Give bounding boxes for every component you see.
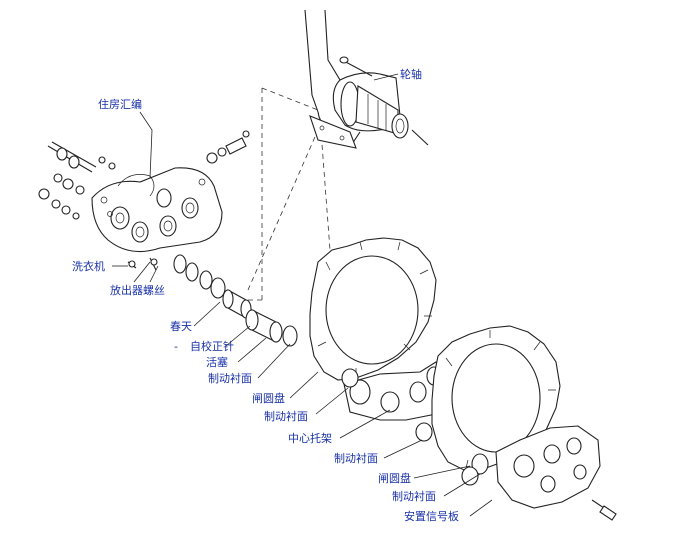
- label-disc-1: 闸圆盘: [252, 391, 285, 405]
- label-housing: 住房汇编: [98, 97, 142, 111]
- fittings: [38, 130, 250, 271]
- label-dash: -: [174, 340, 178, 353]
- label-center-carrier: 中心托架: [288, 431, 332, 445]
- label-lining-3: 制动衬面: [334, 452, 378, 465]
- label-spring: 春天: [170, 320, 192, 333]
- sensor-plate: [471, 425, 617, 521]
- label-lining-1: 制动衬面: [208, 372, 252, 385]
- label-lining-4: 制动衬面: [392, 490, 436, 503]
- label-axle: 轮轴: [400, 67, 422, 81]
- leader-lines: [112, 73, 493, 517]
- brake-disc-1: [309, 237, 437, 381]
- label-disc-2: 闸圆盘: [378, 471, 411, 485]
- piston-stack: [173, 254, 298, 347]
- label-washer: 洗衣机: [72, 259, 105, 273]
- label-self-adjust-pin: 自校正针: [190, 339, 234, 353]
- brake-housing: [91, 167, 223, 253]
- brake-disc-2: [431, 325, 561, 471]
- lining-pucks: [341, 368, 479, 486]
- label-sensor-plate: 安置信号板: [404, 509, 459, 523]
- label-bleeder-screw: 放出器螺丝: [110, 283, 165, 297]
- axle-assembly: [304, 9, 429, 149]
- label-piston: 活塞: [206, 355, 228, 369]
- part-labels: 轮轴 住房汇编 洗衣机 放出器螺丝 春天 - 自校正针 活塞 制动衬面 闸圆盘 …: [72, 67, 459, 523]
- label-lining-2: 制动衬面: [264, 410, 308, 423]
